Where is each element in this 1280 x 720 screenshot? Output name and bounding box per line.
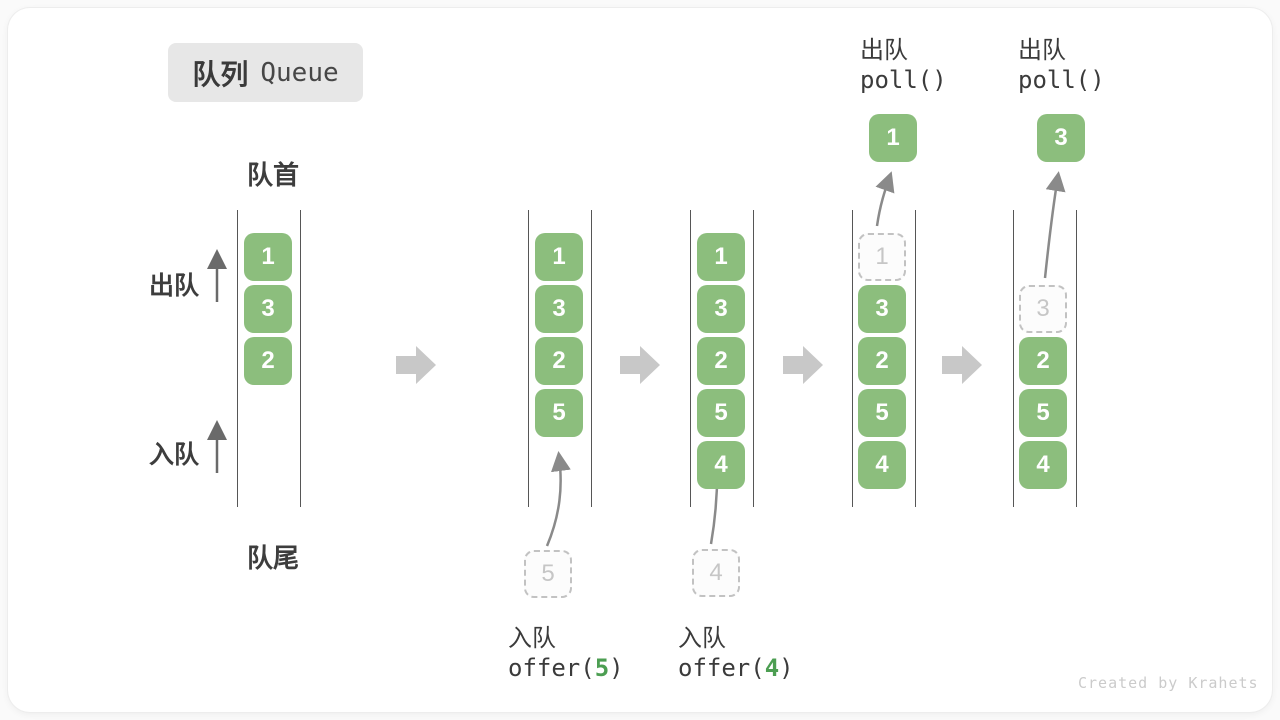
queue-item: 4 [858,441,906,489]
staged-item-5: 5 [524,550,572,598]
queue-item: 1 [697,233,745,281]
queue-item: 2 [244,337,292,385]
queue-item: 2 [1019,337,1067,385]
queue-item: 1 [244,233,292,281]
enqueue5-label: 入队 [508,625,556,652]
queue-item: 1 [535,233,583,281]
code-arg: 4 [764,654,780,682]
queue-item: 3 [697,285,745,333]
enqueue-side-label: 入队 [149,441,200,469]
queue-item: 5 [697,389,745,437]
title-en: Queue [260,57,339,88]
code-fn: offer( [508,654,595,682]
code-arg: 5 [594,654,610,682]
dequeue-side-label: 出队 [149,272,200,300]
step-arrow-3 [783,346,823,384]
removed-item-1: 1 [869,114,917,162]
step-arrow-2 [620,346,660,384]
title-badge: 队列 Queue [168,43,363,102]
queue-item: 5 [535,389,583,437]
code-close: ) [609,654,624,682]
queue-item: 3 [858,285,906,333]
queue-item: 2 [858,337,906,385]
enqueue4-code: offer(4) [678,654,794,682]
queue-channel-2 [528,210,592,507]
queue-item: 5 [1019,389,1067,437]
step-arrow-1 [396,346,436,384]
credit-watermark: Created by Krahets [1078,674,1259,692]
queue-channel-5 [1013,210,1077,507]
poll1-code: poll() [860,66,947,94]
queue-item: 4 [1019,441,1067,489]
ghost-item-1: 1 [858,233,906,281]
ghost-item-3: 3 [1019,285,1067,333]
queue-item: 3 [535,285,583,333]
poll3-code: poll() [1018,66,1105,94]
queue-item: 4 [697,441,745,489]
queue-tail-label: 队尾 [247,543,300,573]
queue-channel-1 [237,210,301,507]
code-fn: offer( [678,654,765,682]
title-zh: 队列 [192,58,249,90]
queue-item: 2 [697,337,745,385]
staged-item-4: 4 [692,549,740,597]
queue-channel-3 [690,210,754,507]
code-close: ) [779,654,794,682]
queue-item: 3 [244,285,292,333]
enqueue5-code: offer(5) [508,654,624,682]
queue-item: 2 [535,337,583,385]
step-arrow-4 [942,346,982,384]
queue-channel-4 [852,210,916,507]
poll3-label: 出队 [1018,37,1066,64]
queue-head-label: 队首 [247,160,300,190]
removed-item-3: 3 [1037,114,1085,162]
enqueue4-label: 入队 [678,625,726,652]
queue-item: 5 [858,389,906,437]
poll1-label: 出队 [860,37,908,64]
